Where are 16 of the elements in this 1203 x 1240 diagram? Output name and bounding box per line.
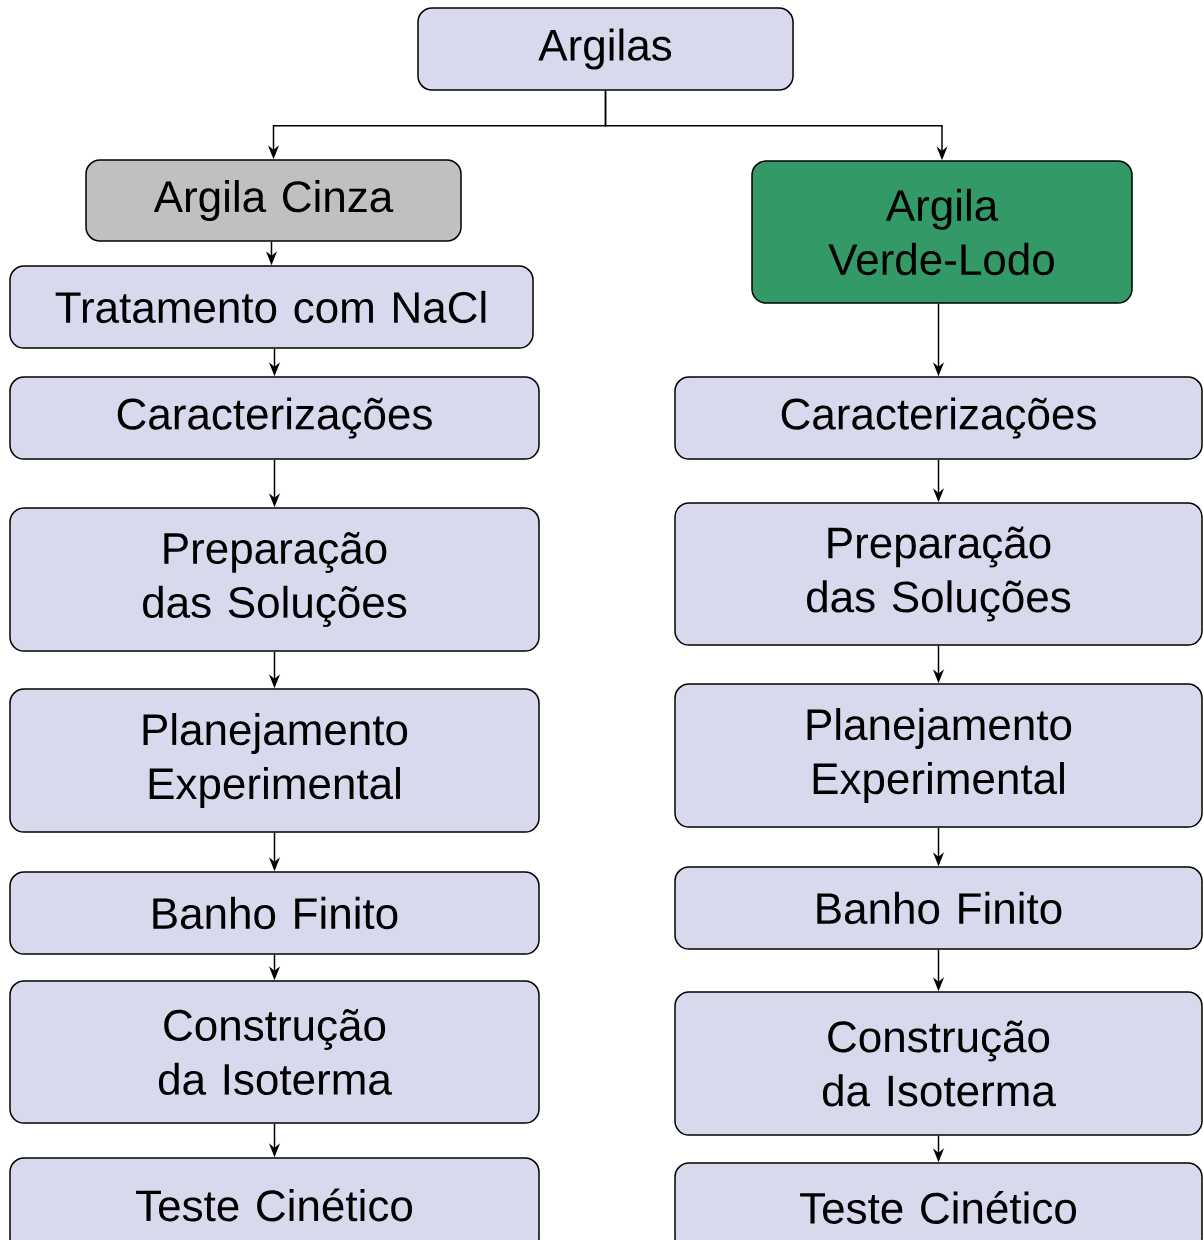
process-box: Argila Verde-Lodo — [751, 160, 1133, 304]
process-box: Caracterizações — [9, 376, 540, 460]
process-box: Caracterizações — [674, 376, 1203, 460]
process-box: Construção da Isoterma — [674, 991, 1203, 1136]
process-box: Construção da Isoterma — [9, 980, 540, 1124]
process-box: Planejamento Experimental — [674, 683, 1203, 828]
process-box: Argila Cinza — [85, 159, 462, 242]
process-box: Tratamento com NaCl — [9, 265, 534, 349]
process-box: Teste Cinético — [9, 1157, 540, 1240]
process-box: Argilas — [417, 7, 794, 91]
process-box: Banho Finito — [674, 866, 1203, 950]
process-box: Banho Finito — [9, 871, 540, 955]
process-box: Teste Cinético — [674, 1162, 1203, 1240]
process-box: Preparação das Soluções — [674, 502, 1203, 646]
process-box: Planejamento Experimental — [9, 688, 540, 833]
process-box: Preparação das Soluções — [9, 507, 540, 652]
